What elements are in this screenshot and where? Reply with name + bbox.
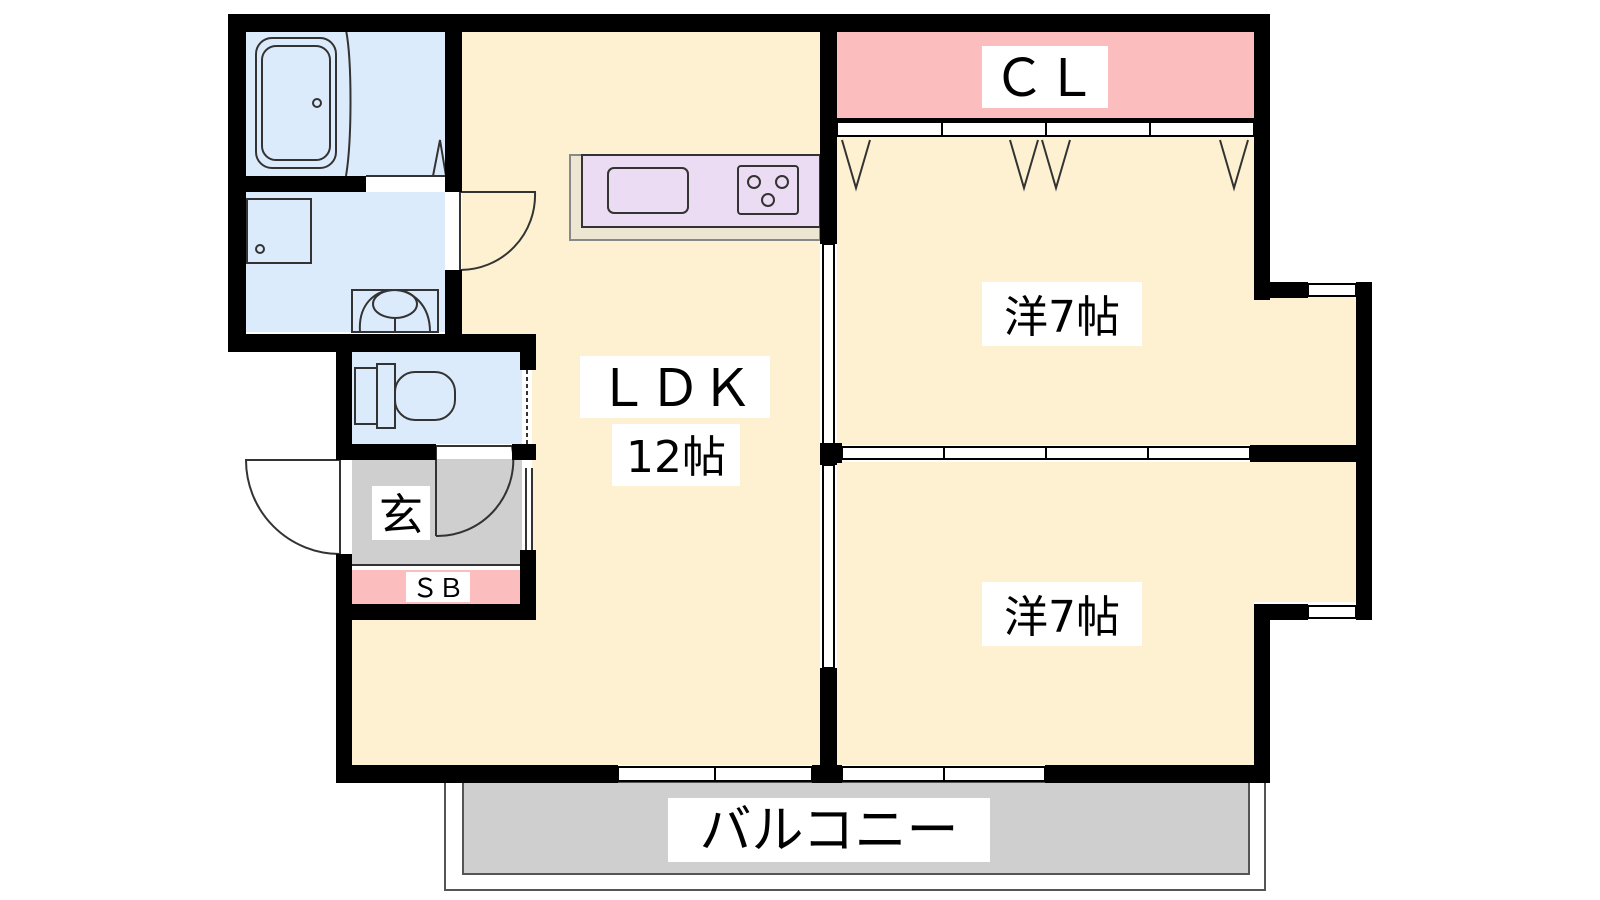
wall-toilet-bottom-r: [512, 444, 536, 460]
window-bay-1: [1307, 283, 1357, 297]
wall-bath-partition: [228, 176, 366, 192]
kitchen-sink: [607, 167, 689, 214]
wall-bottom-left: [336, 765, 618, 783]
closet-door-4: [1219, 139, 1249, 192]
bathtub-drain: [312, 98, 322, 108]
wall-western-partition-l: [820, 443, 842, 463]
wall-toilet-right: [520, 334, 536, 370]
western-room-1-label: 洋7帖: [1004, 292, 1120, 343]
closet-door-1: [841, 139, 871, 192]
burner-1: [747, 175, 761, 189]
wall-bath-right: [445, 14, 462, 192]
closet-label: ＣＬ: [993, 49, 1097, 109]
wall-right-top: [1254, 14, 1270, 300]
burner-3: [761, 193, 775, 207]
wall-top: [228, 14, 1270, 32]
ldk-size-box: [612, 424, 740, 486]
bath-door: [432, 139, 447, 177]
fixtures: [244, 29, 1249, 566]
shoe-box-label-box: [406, 572, 470, 602]
bathtub: [255, 37, 337, 169]
wall-washroom-right: [445, 270, 462, 350]
closet-door-3: [1041, 139, 1071, 192]
window-bay-2: [1307, 605, 1357, 619]
wall-right-bottom: [1254, 604, 1270, 783]
wall-shoebox-bottom: [336, 604, 536, 620]
wall-entrance-right: [520, 550, 536, 620]
bathtub-inner: [261, 45, 331, 161]
western-1-label-box: [982, 282, 1142, 346]
wall-entrance-left: [336, 554, 352, 780]
wall-washroom-bottom: [228, 334, 536, 352]
walls: [228, 14, 1372, 783]
wall-toilet-left: [336, 334, 352, 446]
stove: [737, 165, 799, 215]
wall-ldk-right-low: [820, 668, 837, 783]
western-room-2-label: 洋7帖: [1004, 592, 1120, 643]
washing-machine-drain: [255, 244, 265, 254]
sliding-door-ldk-1: [822, 243, 835, 445]
balcony-label: バルコニー: [700, 801, 959, 861]
wall-toilet-bottom: [336, 444, 436, 460]
closet-label-box: [982, 46, 1108, 108]
wall-bottom-right: [1045, 765, 1270, 783]
burner-2: [775, 175, 789, 189]
entrance-label-box: [372, 486, 430, 540]
closet-door-2: [1009, 139, 1039, 192]
labels: ＣＬ ＬＤＫ 12帖 洋7帖 洋7帖 玄 ＳＢ バルコニー: [372, 46, 1142, 862]
shower-wall: [345, 29, 352, 177]
ldk-label: ＬＤＫ: [597, 359, 753, 419]
sliding-door-ldk-2: [822, 464, 835, 669]
entrance-label: 玄: [379, 490, 423, 541]
washroom-door-swing: [459, 191, 537, 271]
closet-bottom-line: [837, 118, 1254, 122]
western-2-label-box: [982, 582, 1142, 646]
washing-machine: [246, 198, 312, 264]
ldk-size-label: 12帖: [626, 432, 726, 483]
wall-western-partition-r: [1250, 445, 1372, 462]
wall-bay1-top: [1254, 282, 1308, 298]
toilet-bowl: [394, 371, 456, 421]
shoe-box-label: ＳＢ: [412, 574, 464, 604]
ldk-label-box: [580, 356, 770, 418]
wall-ldk-right-top: [820, 14, 837, 244]
front-door-swing: [244, 459, 341, 555]
openings: [617, 121, 1357, 782]
balcony-label-box: [668, 798, 990, 862]
